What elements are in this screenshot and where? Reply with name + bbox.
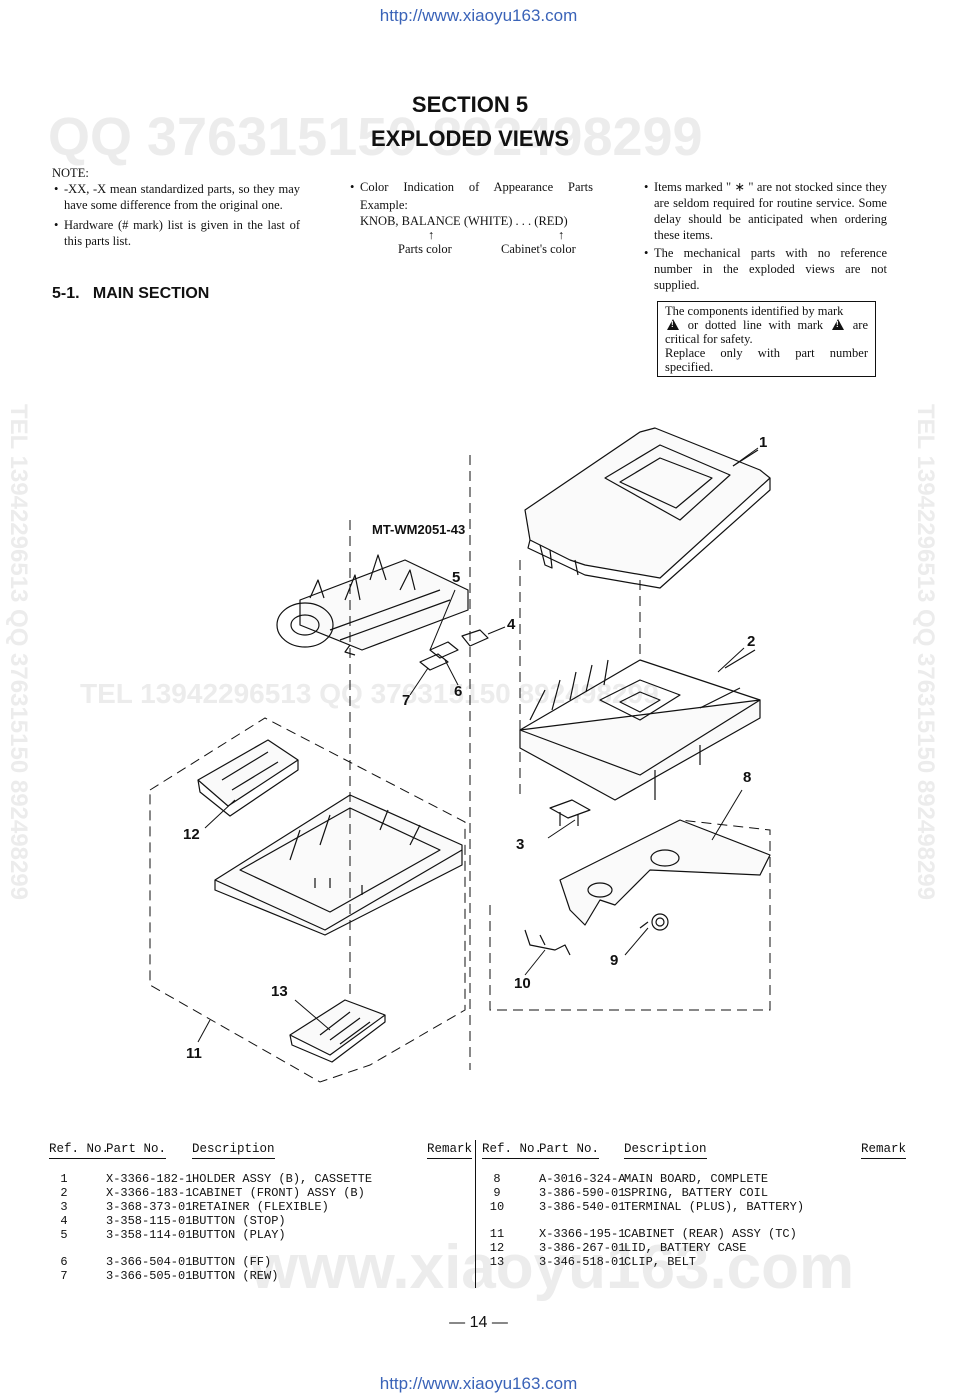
safety-line: critical for safety. bbox=[665, 332, 753, 346]
callout-4: 4 bbox=[507, 616, 516, 633]
mechanism-label: MT-WM2051-43 bbox=[372, 522, 466, 537]
battery-lid-drawing bbox=[197, 739, 299, 817]
safety-line: specified. bbox=[665, 360, 714, 374]
parts-color-label: Parts color bbox=[398, 242, 452, 256]
callout-1: 1 bbox=[759, 434, 768, 451]
warning-triangle-icon bbox=[667, 319, 679, 330]
callout-13: 13 bbox=[271, 983, 288, 1000]
watermark-bottom: www.xiaoyu163.com bbox=[250, 1233, 855, 1302]
retainer-drawing bbox=[549, 799, 591, 826]
footer-url[interactable]: http://www.xiaoyu163.com bbox=[379, 1374, 578, 1393]
callout-5: 5 bbox=[452, 569, 461, 586]
watermark-qq-top: QQ 376315150 892498299 bbox=[48, 107, 703, 167]
note-item: Hardware (# mark) list is given in the l… bbox=[52, 217, 300, 249]
callout-2: 2 bbox=[747, 633, 756, 650]
header-url[interactable]: http://www.xiaoyu163.com bbox=[379, 6, 578, 25]
subsection-title: 5-1. MAIN SECTION bbox=[52, 285, 210, 302]
section-subtitle: EXPLODED VIEWS bbox=[370, 126, 570, 151]
battery-spring-drawing bbox=[639, 913, 669, 931]
main-board-drawing bbox=[559, 819, 771, 926]
section-title: SECTION 5 bbox=[411, 92, 529, 117]
color-indication-bullet: Color Indication of Appearance Parts bbox=[348, 179, 593, 195]
callout-3: 3 bbox=[516, 836, 525, 853]
cabinet-color-label: Cabinet's color bbox=[501, 242, 576, 256]
watermark-tel-mid: TEL 13942296513 QQ 376315150 892498299 bbox=[80, 678, 659, 709]
note-label: NOTE: bbox=[52, 166, 89, 180]
callout-10: 10 bbox=[514, 975, 531, 992]
page-number: — 14 — bbox=[449, 1314, 508, 1331]
note-item: Items marked " ∗ " are not stocked since… bbox=[642, 179, 887, 243]
rear-cabinet-drawing bbox=[214, 794, 463, 936]
leader-1 bbox=[732, 447, 759, 467]
note-item: -XX, -X mean standardized parts, so they… bbox=[52, 181, 300, 213]
example-label: Example: bbox=[360, 198, 408, 212]
callout-11: 11 bbox=[186, 1045, 202, 1062]
warning-triangle-icon bbox=[831, 319, 844, 330]
safety-line: or dotted line with mark are bbox=[665, 318, 868, 332]
battery-terminal-drawing bbox=[524, 929, 571, 956]
callout-12: 12 bbox=[183, 826, 200, 843]
callout-7: 7 bbox=[402, 692, 411, 709]
example-text: KNOB, BALANCE (WHITE) . . . (RED) bbox=[360, 214, 568, 228]
callout-8: 8 bbox=[743, 769, 752, 786]
arrow-up-icon: ↑ bbox=[558, 228, 565, 242]
right-notes-block: Items marked " ∗ " are not stocked since… bbox=[642, 179, 887, 295]
callout-6: 6 bbox=[454, 683, 463, 700]
arrow-up-icon: ↑ bbox=[428, 228, 435, 242]
note-item: The mechanical parts with no reference n… bbox=[642, 245, 887, 293]
front-cabinet-drawing bbox=[519, 649, 761, 801]
safety-line: Replace only with part number bbox=[665, 346, 868, 360]
color-indication-block: Color Indication of Appearance Parts Exa… bbox=[348, 179, 593, 259]
belt-clip-drawing bbox=[289, 999, 386, 1063]
mechanism-deck-drawing bbox=[276, 554, 489, 671]
note-block: NOTE: -XX, -X mean standardized parts, s… bbox=[52, 165, 300, 251]
safety-line: The components identified by mark bbox=[665, 304, 844, 318]
cassette-holder-drawing bbox=[524, 427, 771, 589]
callout-9: 9 bbox=[610, 952, 619, 969]
safety-notice-box: The components identified by mark or dot… bbox=[657, 301, 876, 377]
